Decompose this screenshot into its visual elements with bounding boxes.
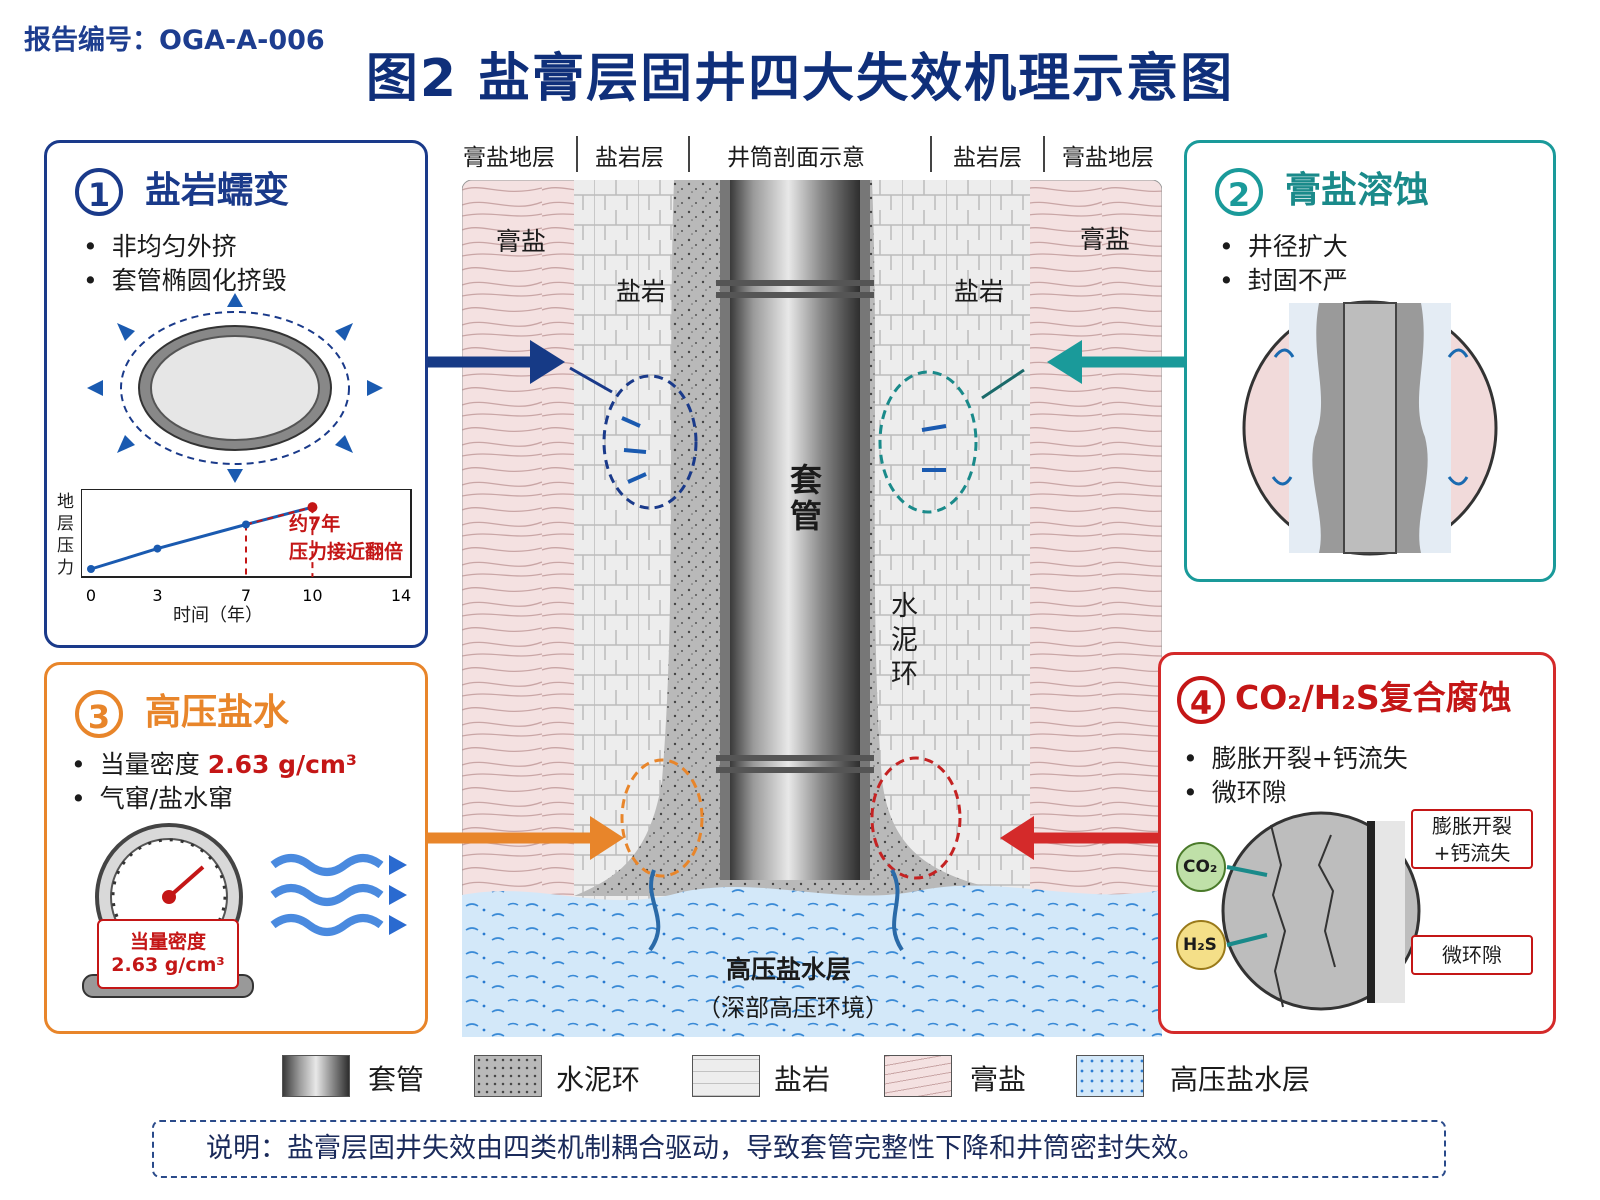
panel-number: 3 [75, 690, 123, 738]
callout-expansion-cracking: 膨胀开裂 +钙流失 [1411, 809, 1533, 869]
legend-label-salt: 盐岩 [774, 1063, 831, 1096]
data-point [307, 502, 318, 513]
caption-note: 说明：盐膏层固井失效由四类机制耦合驱动，导致套管完整性下降和井筒密封失效。 [152, 1120, 1446, 1178]
panel-title: 4 CO₂/H₂S复合腐蚀 [1177, 671, 1512, 724]
co2-label: CO₂ [1183, 857, 1218, 877]
brine-layer-sublabel: （深部高压环境） [697, 994, 889, 1022]
legend-swatch-cement [474, 1055, 542, 1097]
bullet-item: 非均匀外挤 [83, 227, 237, 263]
x-tick-label: 3 [152, 586, 162, 605]
x-tick-label: 7 [241, 586, 251, 605]
panel-salt-creep: 1 盐岩蠕变 非均匀外挤 套管椭圆化挤毁 地层压力 0 3 7 10 14 约7年 压力接… [44, 140, 428, 648]
bullet-item: 膨胀开裂+钙流失 [1183, 739, 1408, 775]
bullet-item: 微环隙 [1183, 773, 1287, 809]
legend-swatch-gypsum [884, 1055, 952, 1097]
bullet-item: 气窜/盐水窜 [71, 779, 233, 815]
bullet-item: 封固不严 [1219, 261, 1348, 297]
col-header-salt-right: 盐岩层 [953, 145, 1022, 171]
legend-label-cement: 水泥环 [556, 1063, 641, 1096]
x-tick-label: 10 [302, 586, 322, 605]
chart-annotation-line2: 压力接近翻倍 [289, 541, 404, 563]
col-header-gypsum-left: 膏盐地层 [463, 145, 555, 171]
panel-title: 2 膏盐溶蚀 [1215, 161, 1429, 216]
data-point [87, 565, 95, 573]
panel-title-text: 高压盐水 [145, 692, 290, 733]
panel-number: 2 [1215, 168, 1263, 216]
x-tick-label: 14 [391, 586, 411, 605]
casing-label: 套管 [790, 461, 823, 535]
figure-title: 图2 盐膏层固井四大失效机理示意图 [365, 49, 1235, 109]
callout-micro-annulus: 微环隙 [1411, 935, 1533, 975]
dissolution-closeup-icon [1242, 300, 1498, 556]
gauge-reading-box: 当量密度 2.63 g/cm³ [97, 919, 239, 989]
bullet-item: 当量密度 2.63 g/cm³ [71, 745, 357, 781]
wellbore-diagram [462, 180, 1162, 1037]
col-header-salt-left: 盐岩层 [595, 145, 664, 171]
x-tick-label: 0 [86, 586, 96, 605]
bullet-item: 套管椭圆化挤毁 [83, 261, 287, 297]
density-value: 2.63 g/cm³ [207, 750, 357, 779]
bullet-text: 当量密度 [99, 750, 208, 779]
gauge-label: 当量密度 [129, 931, 206, 953]
report-id: 报告编号：OGA-A-006 [24, 25, 325, 56]
salt-label-right: 盐岩 [954, 277, 1005, 306]
col-separator [688, 136, 690, 172]
legend-label-casing: 套管 [368, 1063, 425, 1096]
legend-swatch-salt [692, 1055, 760, 1097]
panel-number: 1 [75, 168, 123, 216]
panel-title: 3 高压盐水 [75, 683, 289, 738]
col-separator [930, 136, 932, 172]
gypsum-label-left: 膏盐 [496, 227, 547, 256]
panel-number: 4 [1177, 675, 1225, 724]
pressure-chart: 0 3 7 10 14 [81, 489, 412, 605]
panel-gypsum-dissolution: 2 膏盐溶蚀 井径扩大 封固不严 [1184, 140, 1556, 582]
brine-layer-label: 高压盐水层 [726, 955, 852, 984]
salt-label-left: 盐岩 [616, 277, 667, 306]
col-header-wellbore: 井筒剖面示意 [727, 145, 865, 171]
legend-swatch-casing [282, 1055, 350, 1097]
trend-dashed-line [245, 506, 313, 526]
data-point [242, 520, 250, 529]
corrosion-closeup-icon [1176, 811, 1421, 1011]
legend-label-brine: 高压盐水层 [1170, 1063, 1311, 1096]
panel-title-text: CO₂/H₂S复合腐蚀 [1235, 678, 1512, 717]
col-separator [576, 136, 578, 172]
gauge-value: 2.63 g/cm³ [111, 954, 225, 976]
col-header-gypsum-right: 膏盐地层 [1062, 145, 1154, 171]
legend-label-gypsum: 膏盐 [970, 1063, 1027, 1096]
chart-ylabel: 地层压力 [57, 492, 74, 578]
legend-swatch-brine [1076, 1055, 1144, 1097]
panel-title-text: 膏盐溶蚀 [1285, 170, 1430, 211]
h2s-label: H₂S [1183, 935, 1217, 955]
cement-label: 水泥环 [891, 591, 918, 690]
panel-title-text: 盐岩蠕变 [145, 170, 290, 211]
bullet-item: 井径扩大 [1219, 227, 1348, 263]
oval-casing-icon [87, 293, 383, 483]
chart-annotation-line1: 约7年 [289, 513, 341, 535]
panel-high-pressure-brine: 3 高压盐水 当量密度 2.63 g/cm³ 气窜/盐水窜 当量密度 2.63 g… [44, 662, 428, 1034]
gypsum-label-right: 膏盐 [1080, 225, 1131, 254]
panel-title: 1 盐岩蠕变 [75, 161, 289, 216]
col-separator [1043, 136, 1045, 172]
panel-co2-h2s-corrosion: 4 CO₂/H₂S复合腐蚀 膨胀开裂+钙流失 微环隙 CO₂ H₂S 膨胀开裂 +… [1158, 652, 1556, 1034]
data-point [153, 544, 162, 553]
chart-xlabel: 时间（年） [173, 605, 263, 626]
